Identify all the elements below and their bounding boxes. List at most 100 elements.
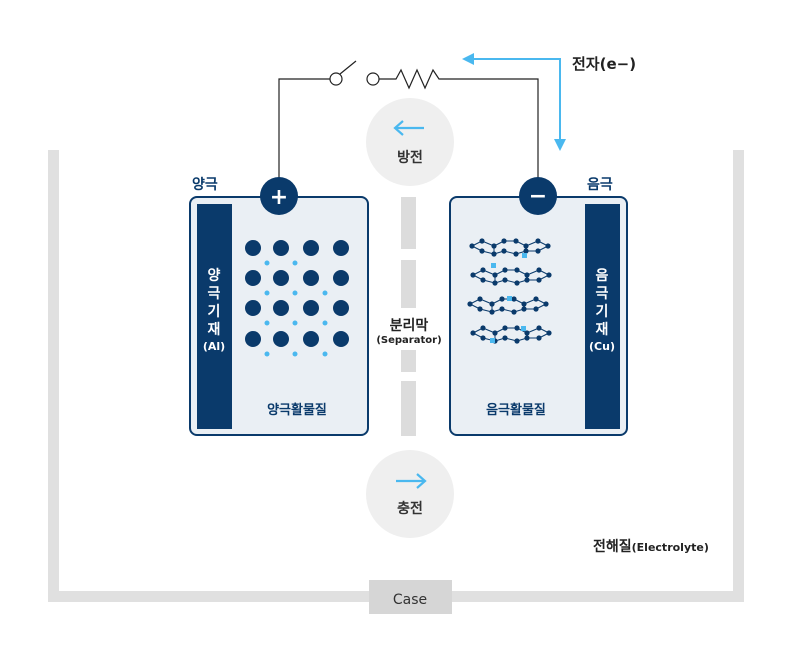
- case-label: Case: [393, 592, 427, 608]
- battery-case: Case: [48, 150, 744, 614]
- cathode-panel: 양극 양 극 기 재 (Al) 양극활물질 +: [189, 177, 369, 436]
- graphite-atom: [523, 248, 529, 254]
- graphite-atom: [492, 330, 498, 336]
- graphite-atom: [533, 306, 539, 312]
- external-circuit: [278, 60, 539, 183]
- cathode-collector: [197, 204, 232, 429]
- plus-icon: +: [270, 185, 288, 210]
- anode-active-label: 음극활물질: [486, 402, 546, 418]
- graphite-atom: [491, 243, 497, 249]
- graphite-atom: [477, 296, 483, 302]
- electrolyte-label: 전해질(Electrolyte): [593, 538, 709, 555]
- anode-title: 음극: [587, 177, 613, 193]
- graphite-atom: [492, 280, 498, 286]
- graphite-atom: [502, 277, 508, 283]
- anode-lithium-ions: [490, 253, 527, 343]
- graphite-atom: [491, 251, 497, 257]
- graphite-atom: [521, 306, 527, 312]
- graphite-atom: [479, 238, 485, 244]
- graphite-atom: [499, 296, 505, 302]
- electron-label: 전자(e−): [572, 55, 636, 73]
- svg-text:극: 극: [596, 286, 609, 302]
- svg-text:(Al): (Al): [203, 340, 225, 353]
- graphite-atom: [489, 301, 495, 307]
- cathode-active-label: 양극활물질: [267, 402, 327, 418]
- graphite-atom: [513, 238, 519, 244]
- graphite-atom: [514, 325, 520, 331]
- graphite-atom: [524, 335, 530, 341]
- graphite-atom: [524, 272, 530, 278]
- graphite-atom: [514, 267, 520, 273]
- graphite-atom: [467, 301, 473, 307]
- svg-text:기: 기: [208, 304, 221, 320]
- cathode-collector-label: 양 극 기 재 (Al): [203, 268, 225, 353]
- wire-cathode: [278, 78, 330, 183]
- graphite-atom: [524, 330, 530, 336]
- graphite-atom: [546, 272, 552, 278]
- graphite-atom: [480, 267, 486, 273]
- graphite-atom: [502, 267, 508, 273]
- svg-text:재: 재: [596, 322, 609, 338]
- graphite-atom: [499, 306, 505, 312]
- graphite-atom: [523, 243, 529, 249]
- graphite-atom: [536, 277, 542, 283]
- discharge-indicator: 방전: [366, 98, 454, 186]
- minus-terminal: [519, 177, 557, 215]
- graphite-atom: [492, 272, 498, 278]
- svg-text:기: 기: [596, 304, 609, 320]
- svg-text:음: 음: [596, 268, 609, 284]
- graphite-atom: [477, 306, 483, 312]
- case-right-wall: [733, 150, 744, 602]
- graphite-atom: [501, 238, 507, 244]
- graphite-atom: [514, 338, 520, 344]
- graphite-atom: [546, 330, 552, 336]
- graphite-atom: [469, 243, 475, 249]
- switch-lever: [339, 60, 357, 75]
- charge-label: 충전: [397, 500, 423, 517]
- graphite-atom: [511, 309, 517, 315]
- graphite-atom: [479, 248, 485, 254]
- anode-collector-label: 음 극 기 재 (Cu): [589, 268, 615, 353]
- graphite-atom: [480, 335, 486, 341]
- graphite-atom: [502, 335, 508, 341]
- discharge-label: 방전: [397, 149, 423, 166]
- graphite-atom: [536, 267, 542, 273]
- graphite-atom: [511, 296, 517, 302]
- graphite-atom: [536, 325, 542, 331]
- left-arrow-icon: [393, 120, 404, 136]
- graphite-atom: [533, 296, 539, 302]
- graphite-atom: [535, 238, 541, 244]
- graphite-atom: [513, 251, 519, 257]
- graphite-atom: [524, 277, 530, 283]
- plus-terminal: [260, 177, 298, 215]
- graphite-atom: [480, 277, 486, 283]
- graphite-atom: [514, 280, 520, 286]
- anode-panel: 음극 음 극 기 재 (Cu) 음극활물질 −: [449, 177, 628, 436]
- svg-text:재: 재: [208, 322, 221, 338]
- switch-terminal-left: [329, 72, 343, 86]
- charge-indicator: 충전: [366, 450, 454, 538]
- case-left-wall: [48, 150, 59, 602]
- separator-label: 분리막: [390, 317, 429, 334]
- svg-text:극: 극: [208, 286, 221, 302]
- svg-text:양: 양: [208, 268, 221, 284]
- anode-graphite-layers: [467, 238, 552, 344]
- separator: 분리막 (Separator): [376, 197, 442, 436]
- anode-collector: [585, 204, 620, 429]
- right-arrow-icon: [416, 473, 427, 489]
- graphite-atom: [543, 301, 549, 307]
- graphite-atom: [545, 243, 551, 249]
- cathode-title: 양극: [192, 177, 218, 193]
- electron-arrow-head-left: [462, 53, 474, 65]
- graphite-atom: [501, 248, 507, 254]
- svg-text:(Cu): (Cu): [589, 340, 615, 353]
- graphite-atom: [502, 325, 508, 331]
- graphite-atom: [489, 309, 495, 315]
- graphite-atom: [536, 335, 542, 341]
- graphite-atom: [470, 330, 476, 336]
- graphite-atom: [535, 248, 541, 254]
- electron-flow-arrow: [462, 53, 566, 151]
- graphite-atom: [521, 301, 527, 307]
- resistor-wire: [379, 68, 539, 183]
